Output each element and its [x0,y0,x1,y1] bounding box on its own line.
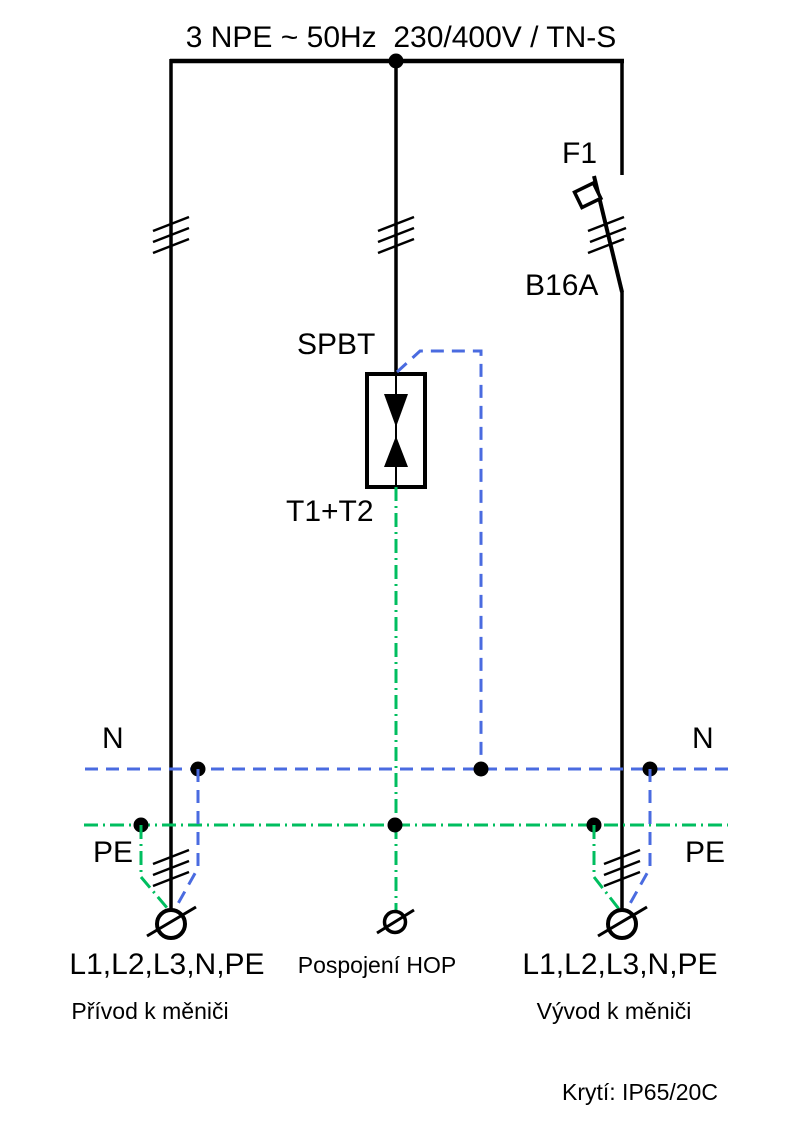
enclosure-rating-label: Krytí: IP65/20C [562,1079,718,1105]
breaker-rating-label: B16A [525,269,599,302]
input-caption: Přívod k měniči [71,998,229,1024]
output-caption: Vývod k měniči [536,998,692,1024]
surge-protector-symbol [365,372,427,489]
left-pe-drop [139,825,170,910]
system-title: 3 NPE ~ 50Hz 230/400V / TN-S [185,21,617,54]
spd-designation-label: SPBT [297,328,376,361]
middle-feeder-hatch [377,215,415,255]
input-terminal-symbol [146,905,197,940]
output-conductors-label: L1,L2,L3,N,PE [522,948,718,981]
left-neutral-drop [173,769,200,910]
left-feeder-hatch-top [152,215,190,255]
bonding-caption: Pospojení HOP [297,952,457,978]
input-conductors-label: L1,L2,L3,N,PE [69,948,265,981]
spd-arrow-down [384,394,408,427]
neutral-node-middle [473,761,489,777]
neutral-label-left: N [102,722,124,755]
breaker-drive-box [572,180,604,210]
breaker-designation-label: F1 [562,137,598,170]
spd-arrow-up [384,436,408,467]
breaker-conductor-hatch [587,215,627,255]
circuit-breaker-symbol [572,175,627,293]
right-feeder-hatch-bottom [603,848,641,888]
neutral-label-right: N [692,722,714,755]
pe-node-middle [387,817,403,833]
pe-label-right: PE [685,836,726,869]
pe-label-left: PE [93,836,134,869]
right-pe-drop [592,825,621,910]
output-terminal-symbol [597,905,648,940]
left-feeder-hatch-bottom [152,848,190,888]
spd-class-label: T1+T2 [286,495,374,528]
spd-neutral-link [395,349,483,765]
bonding-terminal-symbol [376,908,415,935]
right-neutral-drop [625,769,652,910]
